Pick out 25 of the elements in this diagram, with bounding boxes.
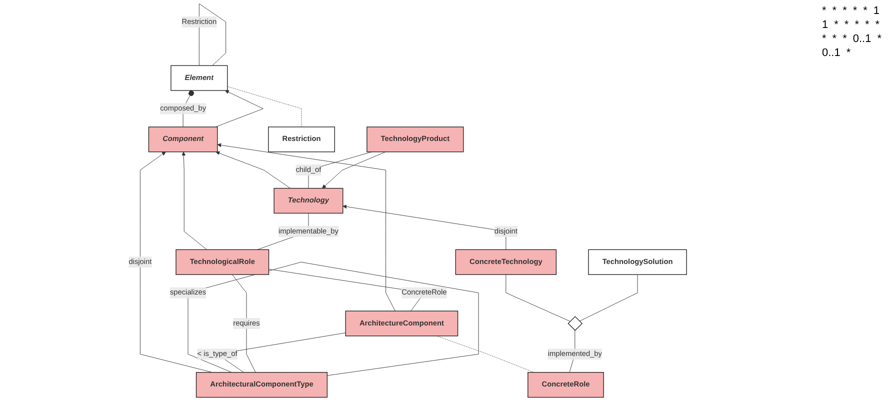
multiplicity-label: * xyxy=(832,5,837,17)
multiplicity-label: * xyxy=(832,33,837,45)
multiplicity-label: * xyxy=(842,33,847,45)
multiplicity-label: * xyxy=(846,47,851,59)
multiplicity-label: 1 xyxy=(822,19,828,31)
multiplicity-label: * xyxy=(822,33,826,45)
multiplicity-label: 0..1 xyxy=(852,33,872,45)
multiplicity-label: 0..1 xyxy=(822,47,840,59)
multiplicity-label: * xyxy=(863,5,868,17)
multiplicity-label: * xyxy=(844,19,849,31)
multiplicity-label: * xyxy=(822,5,826,17)
multiplicity-label: * xyxy=(877,33,882,45)
multiplicity-label: * xyxy=(854,19,859,31)
connector xyxy=(579,274,638,322)
node-diamond xyxy=(568,316,582,331)
connector xyxy=(232,274,256,373)
connector xyxy=(436,336,534,373)
multiplicity-label: * xyxy=(852,5,858,17)
multiplicity-label: * xyxy=(842,5,847,17)
multiplicity-label: * xyxy=(864,19,870,31)
connector xyxy=(506,274,570,322)
connector xyxy=(227,86,302,128)
multiplicity-label: 1 xyxy=(873,5,880,17)
multiplicity-label: * xyxy=(875,19,880,31)
multiplicity-label: * xyxy=(834,19,838,31)
